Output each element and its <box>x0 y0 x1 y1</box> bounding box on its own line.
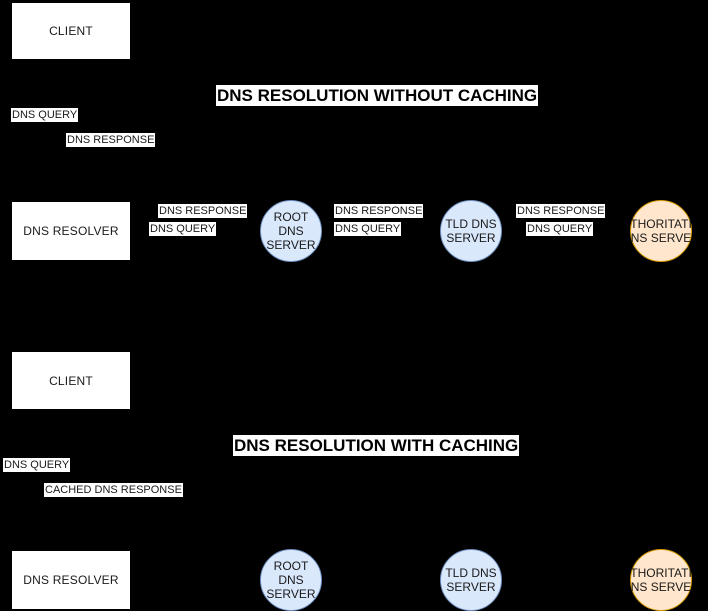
root-dns-server-bottom-line-2: DNS <box>278 573 304 587</box>
authoritative-dns-server-bottom-line-1: THORITATI <box>630 566 692 580</box>
root-dns-server-line-1: ROOT <box>273 210 309 224</box>
hop2-response-label: DNS RESPONSE <box>334 204 424 218</box>
dns-resolver-node-top: DNS RESOLVER <box>11 201 131 261</box>
client-node-top-label: CLIENT <box>49 24 93 38</box>
tld-dns-server-node-top: TLD DNS SERVER <box>440 200 502 262</box>
tld-dns-server-bottom-line-1: TLD DNS <box>445 566 497 580</box>
root-dns-server-line-3: SERVER <box>266 238 316 252</box>
tld-dns-server-node-bottom: TLD DNS SERVER <box>440 549 502 611</box>
authoritative-dns-server-line-2: NS SERVE <box>630 231 692 245</box>
dns-resolver-node-bottom: DNS RESOLVER <box>11 550 131 610</box>
client-response-label-top: DNS RESPONSE <box>66 133 156 147</box>
section-title-without-caching: DNS RESOLUTION WITHOUT CACHING <box>216 85 539 106</box>
hop1-query-label: DNS QUERY <box>149 222 217 236</box>
client-node-bottom-label: CLIENT <box>49 373 93 388</box>
tld-dns-server-line-2: SERVER <box>446 231 496 245</box>
hop2-query-label: DNS QUERY <box>334 222 402 236</box>
root-dns-server-node-bottom: ROOT DNS SERVER <box>260 549 322 611</box>
hop1-response-label: DNS RESPONSE <box>158 204 248 218</box>
hop3-response-label: DNS RESPONSE <box>516 204 606 218</box>
root-dns-server-node-top: ROOT DNS SERVER <box>260 200 322 262</box>
authoritative-dns-server-line-1: THORITATI <box>630 217 692 231</box>
dns-resolver-node-bottom-label: DNS RESOLVER <box>23 573 119 587</box>
client-query-label-top: DNS QUERY <box>11 108 79 122</box>
client-node-bottom: CLIENT <box>11 351 131 410</box>
root-dns-server-line-2: DNS <box>278 224 304 238</box>
authoritative-dns-server-node-top: THORITATI NS SERVE <box>630 200 692 262</box>
hop3-query-label: DNS QUERY <box>526 222 594 236</box>
root-dns-server-bottom-line-3: SERVER <box>266 587 316 601</box>
tld-dns-server-line-1: TLD DNS <box>445 217 497 231</box>
section-title-with-caching: DNS RESOLUTION WITH CACHING <box>233 435 520 456</box>
client-query-label-bottom: DNS QUERY <box>3 458 71 472</box>
cached-response-label-bottom: CACHED DNS RESPONSE <box>44 483 183 497</box>
root-dns-server-bottom-line-1: ROOT <box>273 559 309 573</box>
client-node-top: CLIENT <box>11 2 131 60</box>
authoritative-dns-server-node-bottom: THORITATI NS SERVE <box>630 549 692 611</box>
authoritative-dns-server-bottom-line-2: NS SERVE <box>630 580 692 594</box>
dns-resolver-node-top-label: DNS RESOLVER <box>23 224 119 238</box>
tld-dns-server-bottom-line-2: SERVER <box>446 580 496 594</box>
